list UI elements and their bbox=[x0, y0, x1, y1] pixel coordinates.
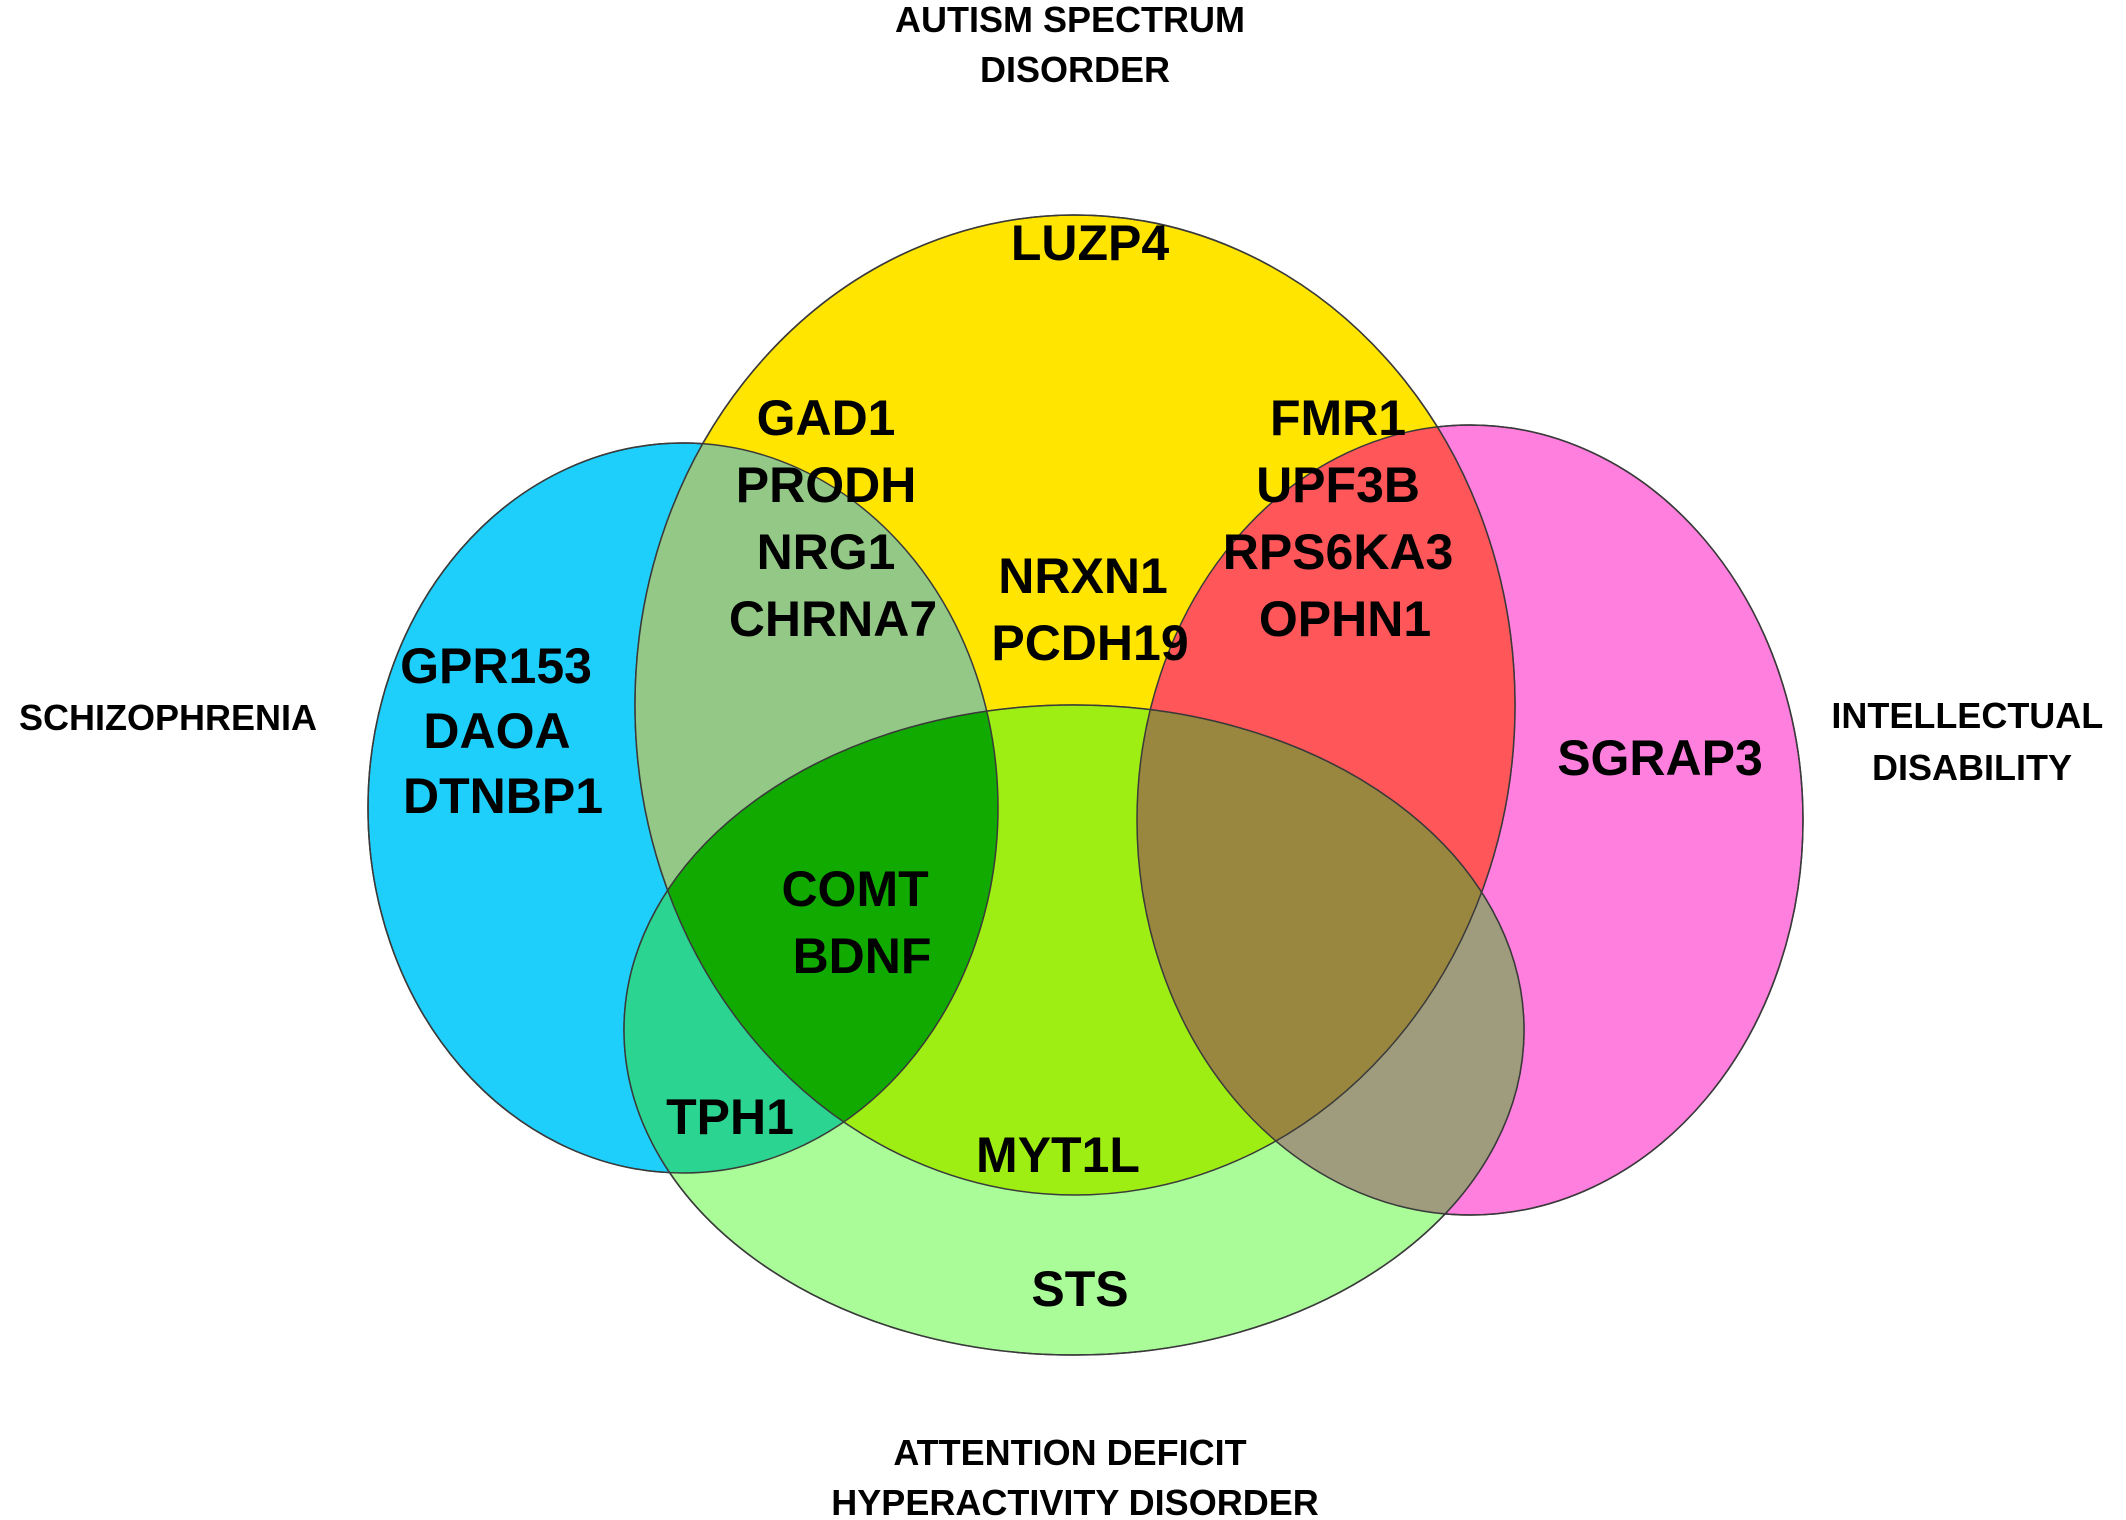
intellectual-disability-label: INTELLECTUAL DISABILITY bbox=[1831, 695, 2112, 788]
region-asd-id: FMR1 UPF3B RPS6KA3 OPHN1 bbox=[1223, 390, 1468, 647]
schizophrenia-outline bbox=[367, 442, 999, 1174]
region-scz-adhd: TPH1 bbox=[666, 1089, 794, 1145]
region-asd-only: LUZP4 bbox=[1011, 215, 1170, 271]
adhd-label-line-2: HYPERACTIVITY DISORDER bbox=[831, 1482, 1318, 1520]
region-scz-asd-id: NRXN1 PCDH19 bbox=[991, 548, 1188, 671]
autism-label-line-2: DISORDER bbox=[980, 49, 1170, 90]
region-scz-asd: GAD1 PRODH NRG1 CHRNA7 bbox=[729, 390, 937, 647]
intellectual-disability-label-line-2: DISABILITY bbox=[1872, 747, 2072, 788]
gene-label: LUZP4 bbox=[1011, 215, 1170, 271]
intellectual-disability-outline bbox=[1136, 424, 1804, 1216]
schizophrenia-label: SCHIZOPHRENIA bbox=[19, 697, 317, 738]
intellectual-disability-label-line-1: INTELLECTUAL bbox=[1831, 695, 2102, 736]
gene-label: BDNF bbox=[793, 928, 932, 984]
autism-outline bbox=[634, 214, 1516, 1196]
gene-label: FMR1 bbox=[1270, 390, 1406, 446]
gene-label: GAD1 bbox=[757, 390, 896, 446]
gene-label: DAOA bbox=[423, 703, 569, 759]
region-asd-adhd: MYT1L bbox=[976, 1127, 1140, 1183]
region-adhd-only: STS bbox=[1031, 1261, 1128, 1317]
gene-label: GPR153 bbox=[400, 638, 592, 694]
region-scz-only: GPR153 DAOA DTNBP1 bbox=[400, 638, 606, 824]
autism-label: AUTISM SPECTRUM DISORDER bbox=[895, 0, 1255, 90]
autism-label-line-1: AUTISM SPECTRUM bbox=[895, 0, 1245, 40]
gene-label: STS bbox=[1031, 1261, 1128, 1317]
adhd-label: ATTENTION DEFICIT HYPERACTIVITY DISORDER bbox=[831, 1432, 1318, 1520]
gene-label: COMT bbox=[781, 861, 928, 917]
gene-label: PRODH bbox=[736, 457, 917, 513]
gene-label: UPF3B bbox=[1256, 457, 1420, 513]
gene-label: MYT1L bbox=[976, 1127, 1140, 1183]
adhd-outline bbox=[623, 704, 1525, 1356]
adhd-label-line-1: ATTENTION DEFICIT bbox=[893, 1432, 1246, 1473]
gene-label: SGRAP3 bbox=[1557, 730, 1763, 786]
region-id-only: SGRAP3 bbox=[1557, 730, 1763, 786]
schizophrenia-label-line-1: SCHIZOPHRENIA bbox=[19, 697, 317, 738]
gene-label: TPH1 bbox=[666, 1089, 794, 1145]
region-scz-asd-adhd: COMT BDNF bbox=[781, 861, 942, 984]
gene-label: DTNBP1 bbox=[403, 768, 603, 824]
gene-label: NRG1 bbox=[757, 524, 896, 580]
gene-label: CHRNA7 bbox=[729, 591, 937, 647]
gene-label: NRXN1 bbox=[998, 548, 1167, 604]
gene-label: OPHN1 bbox=[1259, 591, 1431, 647]
gene-label: RPS6KA3 bbox=[1223, 524, 1454, 580]
gene-label: PCDH19 bbox=[991, 615, 1188, 671]
